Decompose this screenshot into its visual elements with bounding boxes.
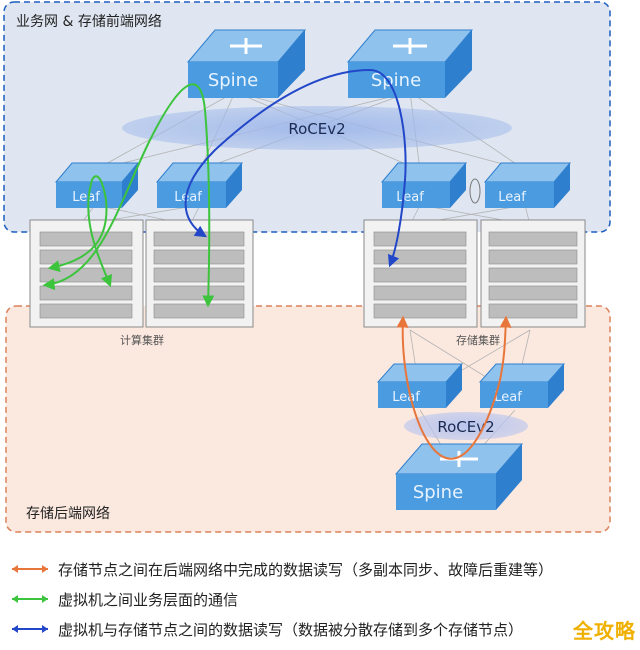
blue-double-arrow-icon <box>12 625 48 633</box>
green-flow-path <box>47 175 113 288</box>
leaf-label: Leaf <box>392 390 420 405</box>
server-rack-compute-1 <box>29 219 144 328</box>
server-rack-compute-2 <box>145 219 254 328</box>
legend-item-green: 虚拟机之间业务层面的通信 <box>8 586 638 612</box>
leaf-label: Leaf <box>396 190 424 205</box>
roce-ellipse-frontend <box>122 106 512 150</box>
arrows-icon <box>393 38 427 54</box>
leaf-switch-backend-1: Leaf <box>376 363 464 408</box>
legend-item-blue: 虚拟机与存储节点之间的数据读写（数据被分散存储到多个存储节点） <box>8 616 638 642</box>
legend-text: 虚拟机之间业务层面的通信 <box>58 590 239 609</box>
leaf-switch-3: Leaf <box>380 162 468 208</box>
watermark-logo: 全攻略 <box>573 619 636 643</box>
legend-text: 虚拟机与存储节点之间的数据读写（数据被分散存储到多个存储节点） <box>58 620 524 639</box>
leaf-label: Leaf <box>72 190 100 205</box>
leaf-label: Leaf <box>498 190 526 205</box>
storage-cluster-label: 存储集群 <box>456 333 500 347</box>
orange-flow-path <box>396 315 512 460</box>
frontend-network-title: 业务网 & 存储前端网络 <box>16 13 162 30</box>
spine-switch-backend: Spine <box>394 443 524 510</box>
roce-label-frontend: RoCEv2 <box>288 120 345 138</box>
leaf-switch-2: Leaf <box>155 162 244 208</box>
spine-label: Spine <box>371 70 421 91</box>
green-flow-path <box>42 83 215 308</box>
backend-network-title: 存储后端网络 <box>26 506 110 522</box>
roce-ellipse-backend <box>404 412 528 440</box>
orange-flow-paths <box>396 315 512 460</box>
server-rack-storage-2 <box>480 219 586 328</box>
arrows-icon <box>230 38 262 54</box>
leaf-switch-backend-2: Leaf <box>478 363 566 408</box>
spine-label: Spine <box>208 70 258 91</box>
server-rack-storage-1 <box>363 219 478 328</box>
leaf-label: Leaf <box>174 190 202 205</box>
blue-flow-paths <box>184 68 407 268</box>
spine-switch-2: Spine <box>346 29 474 98</box>
leaf-label: Leaf <box>494 390 522 405</box>
orange-double-arrow-icon <box>12 565 48 573</box>
legend-text: 存储节点之间在后端网络中完成的数据读写（多副本同步、故障后重建等） <box>58 560 554 579</box>
green-flow-paths <box>42 83 215 308</box>
blue-flow-path <box>184 68 407 268</box>
leaf-switch-1: Leaf <box>54 162 140 208</box>
stack-link-icon <box>469 178 481 204</box>
leaf-switch-4: Leaf <box>483 162 572 208</box>
compute-cluster-label: 计算集群 <box>120 333 164 347</box>
spine-switch-1: Spine <box>186 29 307 98</box>
green-double-arrow-icon <box>12 595 48 603</box>
legend-item-orange: 存储节点之间在后端网络中完成的数据读写（多副本同步、故障后重建等） <box>8 556 638 582</box>
spine-label: Spine <box>413 482 463 503</box>
